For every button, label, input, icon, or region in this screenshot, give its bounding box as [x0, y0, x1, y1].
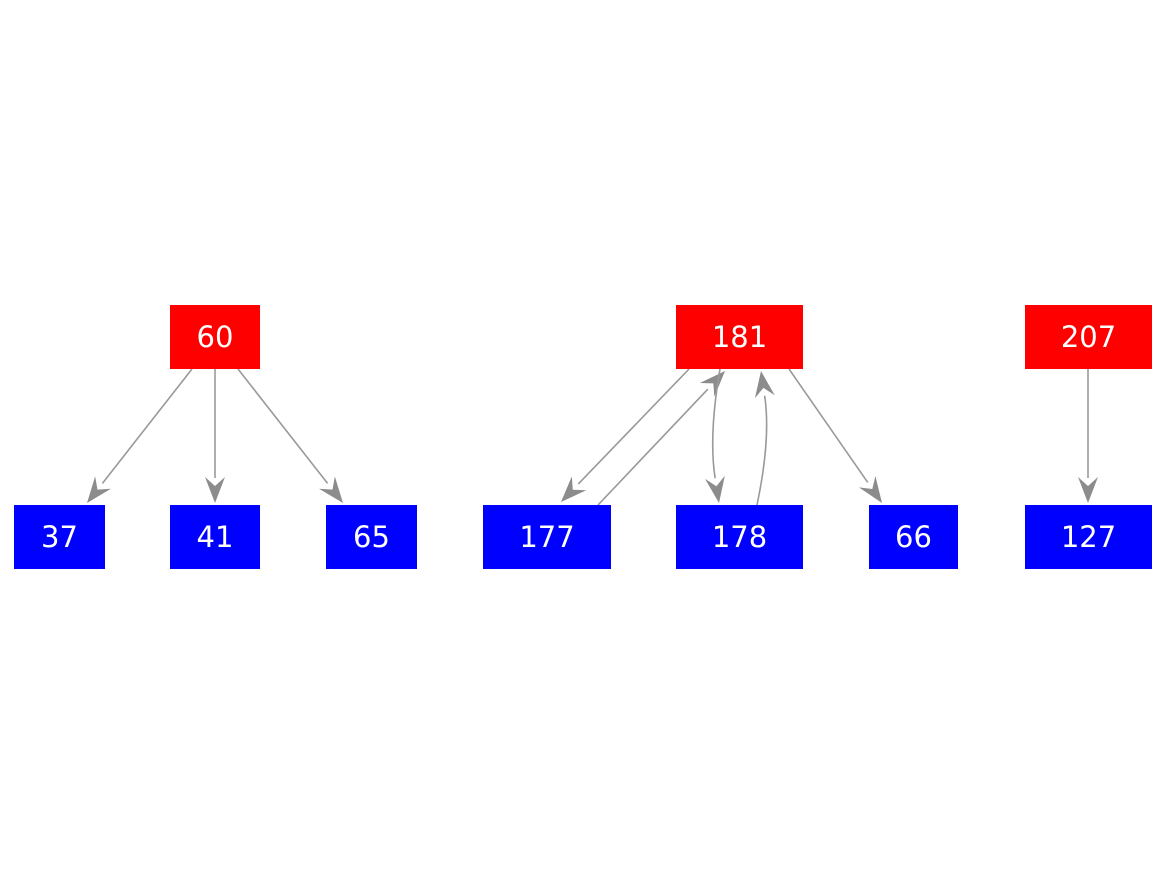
node-label-181: 181 — [711, 319, 768, 354]
node-label-37: 37 — [41, 519, 78, 554]
edge-181-66 — [788, 368, 869, 483]
node-181: 181 — [676, 305, 803, 369]
arrowhead-207-127 — [1078, 477, 1098, 503]
edge-181-177 — [577, 368, 690, 485]
node-label-60: 60 — [196, 319, 234, 354]
edge-178-181 — [756, 395, 768, 506]
edge-181-178 — [711, 368, 721, 479]
node-label-177: 177 — [519, 519, 575, 554]
node-66: 66 — [869, 505, 958, 569]
node-label-127: 127 — [1060, 519, 1117, 554]
node-label-65: 65 — [353, 519, 390, 554]
node-60: 60 — [170, 305, 260, 369]
arrowhead-177-181 — [699, 371, 725, 397]
edge-60-65 — [237, 368, 329, 484]
node-177: 177 — [483, 505, 611, 569]
node-label-66: 66 — [895, 519, 932, 554]
arrowhead-60-41 — [205, 477, 225, 503]
edge-177-181 — [597, 388, 709, 506]
node-label-207: 207 — [1060, 319, 1117, 354]
node-label-41: 41 — [196, 519, 234, 554]
node-41: 41 — [170, 505, 260, 569]
node-label-178: 178 — [711, 519, 768, 554]
arrowhead-178-181 — [754, 371, 775, 399]
arrowhead-181-178 — [705, 475, 725, 503]
node-207: 207 — [1025, 305, 1152, 369]
edge-60-37 — [101, 368, 193, 484]
node-37: 37 — [14, 505, 105, 569]
node-178: 178 — [676, 505, 803, 569]
node-65: 65 — [326, 505, 417, 569]
node-127: 127 — [1025, 505, 1152, 569]
arrowhead-181-66 — [858, 475, 882, 503]
